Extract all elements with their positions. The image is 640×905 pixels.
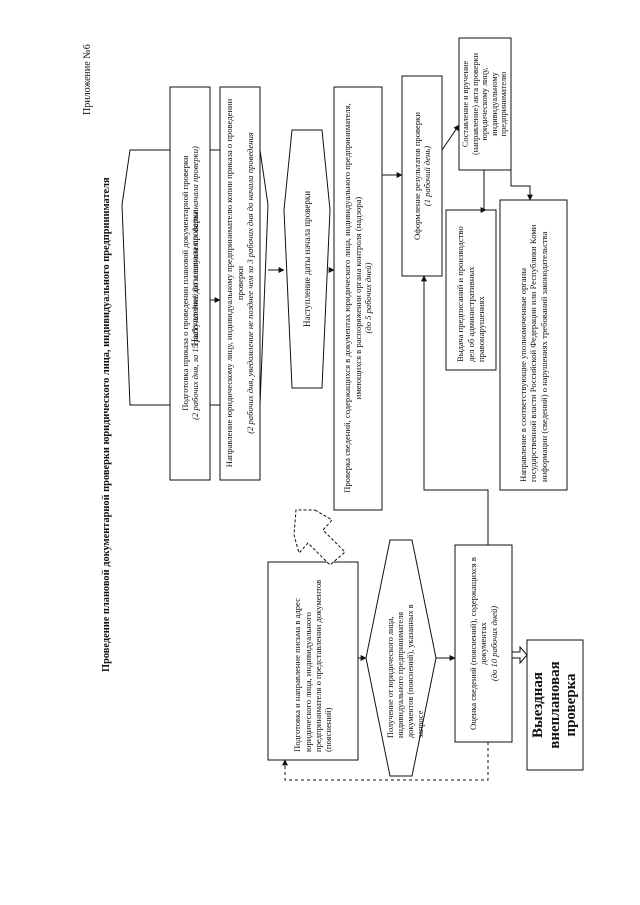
appendix-label: Приложение №6 (82, 44, 93, 115)
evaluate-text: Оценка сведений (пояснений), содержащихс… (455, 547, 512, 740)
review-line1: Проверка сведений, содержащихся в докуме… (342, 103, 363, 493)
order-line2: (2 рабочих дня, за 15 рабочих дней до на… (190, 146, 200, 420)
send-line2: (2 рабочих дня, уведомление не позднее ч… (245, 132, 256, 434)
prescriptions-text: Выдача предписаний и производство дел об… (455, 226, 487, 362)
start-check2-text: Наступление даты начала проверки (301, 190, 312, 328)
send-copy-text: Направление юридическому лицу, индивидуа… (220, 88, 260, 478)
start-check2-hexagon (283, 129, 331, 389)
letter-text: Подготовка и направление письма в адрес … (292, 579, 334, 752)
page-title: Проведение плановой документарной провер… (101, 177, 112, 672)
authorities-box (499, 199, 568, 491)
evaluate-line2: (до 10 рабочих дней) (488, 605, 499, 682)
review-box (333, 86, 383, 511)
onsite-box (526, 639, 584, 771)
order-line1: Подготовка приказа о проведении плановой… (179, 155, 190, 411)
results-line1: Оформление результатов проверки (411, 112, 422, 240)
double-arrow-onsite (511, 645, 528, 665)
connector-lines (210, 124, 533, 661)
results-line2: (1 рабочий день) (422, 145, 432, 207)
onsite-check-text: Выездная внеплановая проверка (530, 661, 580, 749)
authorities-text: Направление в соответствующие уполномоче… (517, 224, 549, 482)
review-line2: (до 5 рабочих дней) (363, 262, 374, 334)
dashed-return-line (282, 742, 489, 781)
letter-box (267, 561, 359, 761)
dashed-fat-arrow (293, 509, 346, 566)
results-box (401, 75, 443, 277)
evaluate-box (454, 544, 513, 743)
order-box (169, 86, 211, 481)
send-line1: Направление юридическому лицу, индивидуа… (224, 98, 245, 468)
order-text: Подготовка приказа о проведении плановой… (170, 88, 210, 478)
send-copy-box (219, 86, 261, 481)
results-text: Оформление результатов проверки (1 рабоч… (402, 78, 442, 274)
prescriptions-box (445, 209, 497, 371)
evaluate-line1: Оценка сведений (пояснений), содержащихс… (467, 557, 489, 730)
act-delivery-box (458, 37, 512, 171)
receive-docs-text: Получение от юридического лица, индивиду… (385, 604, 426, 738)
act-delivery-text: Составление и вручение (направление) акт… (461, 52, 509, 156)
review-text: Проверка сведений, содержащихся в докуме… (334, 88, 382, 508)
